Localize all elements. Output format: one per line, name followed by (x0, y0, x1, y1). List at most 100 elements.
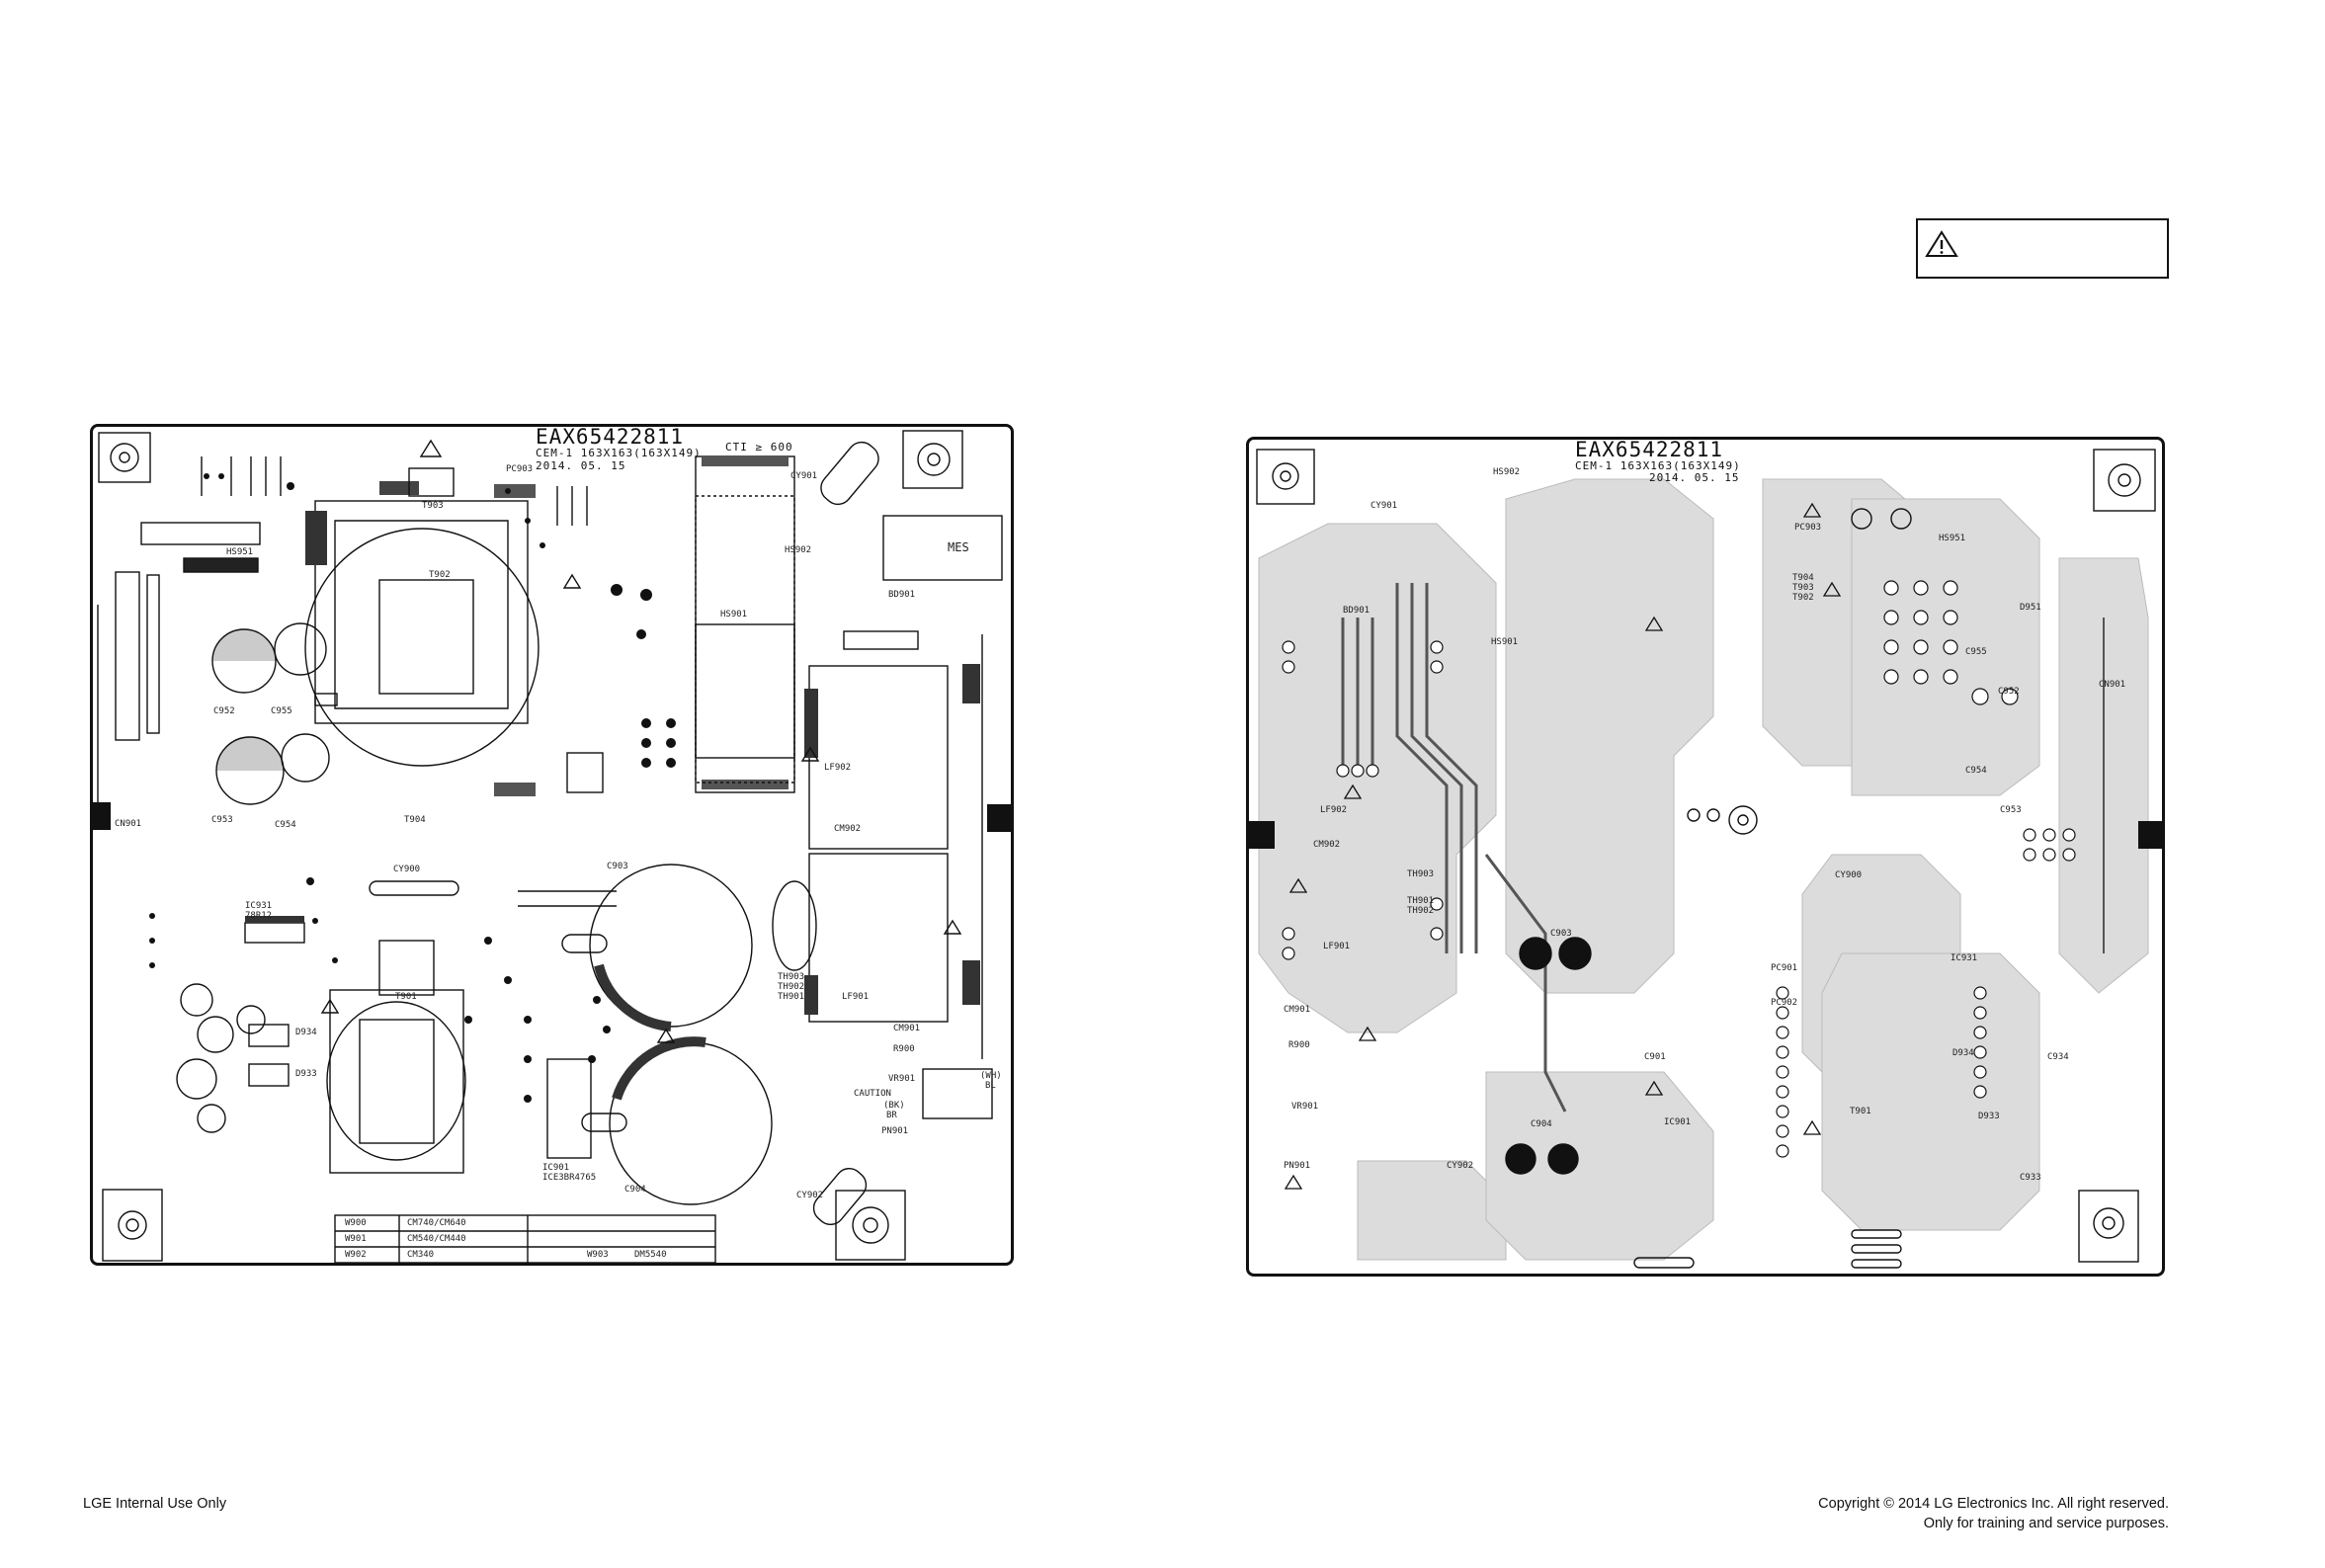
label-hs902-b: HS902 (1493, 467, 1521, 477)
safety-warning-box (1916, 218, 2169, 279)
label-c934-b: C934 (2047, 1052, 2069, 1062)
jumper-code-w900: W900 (345, 1218, 367, 1228)
label-d933-b: D933 (1978, 1112, 2000, 1121)
jumper-code-w901: W901 (345, 1234, 367, 1244)
jumper-value-w902: CM340 (407, 1250, 435, 1260)
label-lf902: LF902 (824, 763, 852, 773)
label-c904: C904 (624, 1185, 646, 1195)
label-c952-b: C952 (1998, 687, 2020, 697)
label-pc901-b: PC901 (1771, 963, 1798, 973)
label-pc902-b: PC902 (1771, 998, 1798, 1008)
top-part-number: EAX65422811 (536, 425, 685, 449)
label-th901-b: TH901 (1407, 896, 1435, 906)
label-th903: TH903 (778, 972, 805, 982)
label-hs951-b: HS951 (1939, 534, 1966, 543)
label-c955-b: C955 (1965, 647, 1987, 657)
label-hs951: HS951 (226, 547, 254, 557)
component-side-drawing (93, 430, 1011, 1263)
label-t902: T902 (429, 570, 451, 580)
label-ic931-part: 78R12 (245, 911, 273, 921)
label-cm901-b: CM901 (1284, 1005, 1311, 1015)
label-hs901: HS901 (720, 610, 748, 619)
label-t903-b: T903 (1792, 583, 1814, 593)
label-cm902: CM902 (834, 824, 862, 834)
label-lf902-b: LF902 (1320, 805, 1348, 815)
label-br: BR (886, 1111, 897, 1120)
label-ic931-b: IC931 (1951, 953, 1978, 963)
label-d934-b: D934 (1952, 1048, 1974, 1058)
label-lf901-b: LF901 (1323, 942, 1351, 951)
label-c933-b: C933 (2020, 1173, 2041, 1183)
label-th901: TH901 (778, 992, 805, 1002)
label-c954-b: C954 (1965, 766, 1987, 776)
label-cy901: CY901 (790, 471, 818, 481)
bottom-date: 2014. 05. 15 (1649, 471, 1740, 484)
label-t901: T901 (395, 992, 417, 1002)
label-t904: T904 (404, 815, 426, 825)
footer-training-line: Only for training and service purposes. (1923, 1516, 2169, 1531)
label-hs901-b: HS901 (1491, 637, 1519, 647)
jumper-value-w901: CM540/CM440 (407, 1234, 466, 1244)
label-pc903-b: PC903 (1794, 523, 1822, 533)
jumper-value-w903: DM5540 (634, 1250, 667, 1260)
label-pc903: PC903 (506, 464, 534, 474)
label-t904-b: T904 (1792, 573, 1814, 583)
footer-copyright: Copyright © 2014 LG Electronics Inc. All… (1818, 1494, 2169, 1533)
label-cy900: CY900 (393, 865, 421, 874)
label-d933: D933 (295, 1069, 317, 1079)
label-r900-b: R900 (1288, 1040, 1310, 1050)
bottom-part-number: EAX65422811 (1575, 438, 1724, 461)
top-spec-line: CEM-1 163X163(163X149) (536, 447, 702, 459)
label-hs902: HS902 (785, 545, 812, 555)
label-bd901: BD901 (888, 590, 916, 600)
label-cy901-b: CY901 (1370, 501, 1398, 511)
label-pn901-b: PN901 (1284, 1161, 1311, 1171)
bottom-spec-line: CEM-1 163X163(163X149) (1575, 459, 1741, 472)
top-date: 2014. 05. 15 (536, 459, 626, 472)
label-vr901-b: VR901 (1291, 1102, 1319, 1112)
label-th902: TH902 (778, 982, 805, 992)
label-th903-b: TH903 (1407, 869, 1435, 879)
label-t901-b: T901 (1850, 1107, 1871, 1116)
label-c901-b: C901 (1644, 1052, 1666, 1062)
label-mes: MES (948, 540, 969, 554)
label-bd901-b: BD901 (1343, 606, 1370, 616)
footer-copyright-line: Copyright © 2014 LG Electronics Inc. All… (1818, 1496, 2169, 1512)
label-ic901-part: ICE3BR4765 (542, 1173, 597, 1183)
label-cy900-b: CY900 (1835, 870, 1863, 880)
label-ic901: IC901 (542, 1163, 570, 1173)
label-r900: R900 (893, 1044, 915, 1054)
label-th902-b: TH902 (1407, 906, 1435, 916)
label-cm901: CM901 (893, 1024, 921, 1033)
label-d951-b: D951 (2020, 603, 2041, 613)
label-wh: (WH) (980, 1071, 1002, 1081)
pcb-component-side: EAX65422811 CEM-1 163X163(163X149) 2014.… (90, 424, 1014, 1266)
label-c903-b: C903 (1550, 929, 1572, 939)
jumper-code-w902: W902 (345, 1250, 367, 1260)
label-cy902-b: CY902 (1447, 1161, 1474, 1171)
label-c903: C903 (607, 862, 628, 871)
label-c952: C952 (213, 706, 235, 716)
label-ic931: IC931 (245, 901, 273, 911)
label-caution: CAUTION (854, 1089, 891, 1099)
label-t903: T903 (422, 501, 444, 511)
label-t902-b: T902 (1792, 593, 1814, 603)
label-ic901-b: IC901 (1664, 1117, 1692, 1127)
pcb-copper-side: EAX65422811 CEM-1 163X163(163X149) 2014.… (1246, 437, 2165, 1277)
copper-side-drawing (1249, 449, 2162, 1269)
label-c953: C953 (211, 815, 233, 825)
label-cn901-b: CN901 (2099, 680, 2126, 690)
label-c953-b: C953 (2000, 805, 2022, 815)
label-pn901: PN901 (881, 1126, 909, 1136)
label-c955: C955 (271, 706, 292, 716)
label-bk: (BK) (883, 1101, 905, 1111)
label-lf901: LF901 (842, 992, 870, 1002)
label-cy902: CY902 (796, 1191, 824, 1200)
footer-internal-use: LGE Internal Use Only (83, 1496, 227, 1512)
label-vr901: VR901 (888, 1074, 916, 1084)
label-c954: C954 (275, 820, 296, 830)
label-cm902-b: CM902 (1313, 840, 1341, 850)
jumper-code-w903: W903 (587, 1250, 609, 1260)
warning-triangle-icon (1925, 230, 1958, 257)
label-c904-b: C904 (1531, 1119, 1552, 1129)
